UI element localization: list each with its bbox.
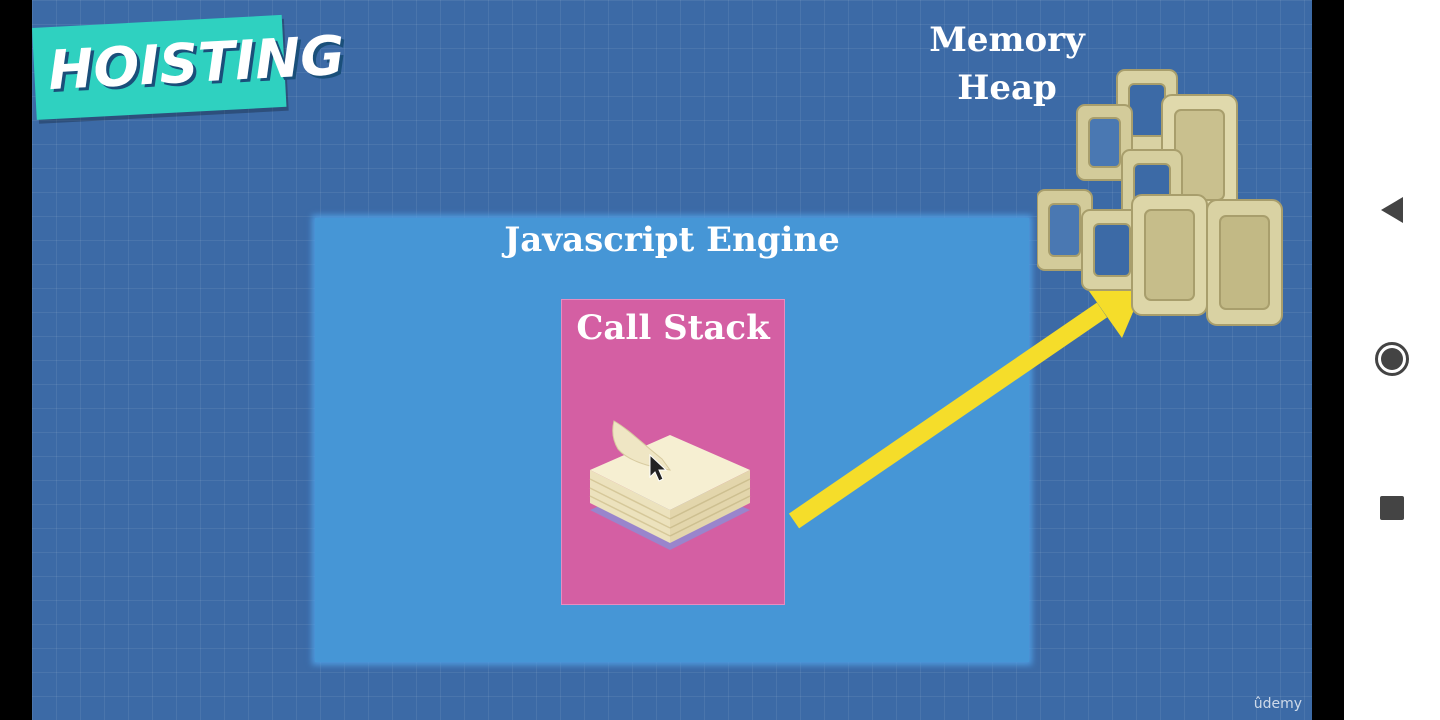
back-icon <box>1381 197 1403 223</box>
back-button[interactable] <box>1366 184 1418 236</box>
mouse-pointer-icon <box>649 453 668 482</box>
memory-heap-icon <box>1037 69 1283 326</box>
recent-apps-icon <box>1380 496 1404 520</box>
recent-apps-button[interactable] <box>1366 482 1418 534</box>
call-stack-box: Call Stack <box>561 299 785 605</box>
heap-title-line2: Heap <box>957 68 1057 108</box>
memory-heap-title: Memory Heap <box>912 16 1102 112</box>
home-button[interactable] <box>1366 333 1418 385</box>
engine-title: Javascript Engine <box>504 220 840 260</box>
heap-title-line1: Memory <box>929 20 1085 60</box>
home-icon <box>1375 342 1409 376</box>
paper-stack-icon <box>589 420 751 550</box>
android-nav-bar <box>1344 0 1440 720</box>
video-frame[interactable]: HOISTING Javascript Engine Call Stack <box>32 0 1312 720</box>
call-stack-title: Call Stack <box>576 308 770 348</box>
letterbox-bar <box>1312 0 1344 720</box>
udemy-watermark: ûdemy <box>1253 696 1302 712</box>
